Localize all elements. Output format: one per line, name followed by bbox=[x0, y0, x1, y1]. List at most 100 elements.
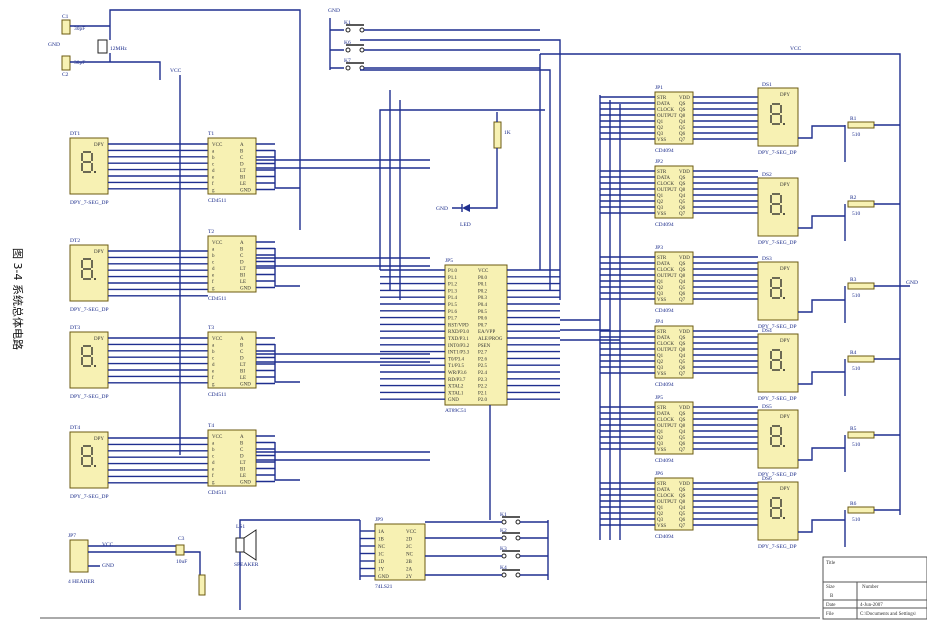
shift-register-ref: JP2 bbox=[655, 159, 663, 165]
push-button[interactable] bbox=[501, 519, 507, 525]
sr-pin-label: VSS bbox=[657, 138, 666, 143]
mcu-pin-label: P1.7 bbox=[448, 317, 458, 322]
decoder-pin-label: B bbox=[240, 150, 244, 155]
title-label: Title bbox=[826, 561, 836, 566]
push-button[interactable] bbox=[345, 47, 351, 53]
right-display-dp bbox=[783, 213, 785, 215]
sr-pin-label: Q6 bbox=[679, 442, 686, 447]
sr-pin-label: Q7 bbox=[679, 138, 686, 143]
mcu: JP5 AT89C51 P1.0P1.1P1.2P1.3P1.4P1.5P1.6… bbox=[360, 39, 561, 414]
decoder-pin-label: C bbox=[240, 254, 244, 259]
push-button[interactable] bbox=[345, 27, 351, 33]
cap-c3 bbox=[175, 544, 185, 556]
decoder-pin-label: A bbox=[240, 143, 244, 148]
crystal bbox=[97, 39, 108, 54]
mcu-pin-label: P0.6 bbox=[478, 317, 488, 322]
display-part: DPY_7-SEG_DP bbox=[758, 240, 797, 246]
decoder-part: CD4511 bbox=[208, 296, 227, 302]
left-display-ref: DT3 bbox=[70, 325, 80, 331]
push-button[interactable] bbox=[501, 553, 507, 559]
header-label: 4 HEADER bbox=[68, 579, 95, 585]
push-button[interactable] bbox=[359, 47, 365, 53]
right-display-ref: DS6 bbox=[762, 476, 772, 482]
resistor-value: 510 bbox=[852, 442, 861, 448]
mcu-pin-label: P0.1 bbox=[478, 283, 488, 288]
decoder-pin-label: D bbox=[240, 163, 244, 168]
push-button[interactable] bbox=[515, 553, 521, 559]
decoder-pin-label: g bbox=[212, 287, 215, 292]
decoder-pin-label: LE bbox=[240, 376, 246, 381]
decoder-pin-label: e bbox=[212, 176, 215, 181]
resistor-body bbox=[847, 200, 875, 208]
mcu-pin-label: T0/P3.4 bbox=[448, 357, 464, 362]
mcu-pin-label: RXD/P3.0 bbox=[448, 330, 469, 335]
sr-pin-label: Q2 bbox=[657, 200, 664, 205]
size-value: B bbox=[830, 594, 834, 599]
push-button[interactable] bbox=[515, 572, 521, 578]
sr-pin-label: STR bbox=[657, 482, 667, 487]
left-display-ref: DT1 bbox=[70, 131, 80, 137]
sr-pin-label: STR bbox=[657, 170, 667, 175]
push-button[interactable] bbox=[501, 535, 507, 541]
decoder-pin-label: VCC bbox=[212, 337, 223, 342]
decoder-pin-label: LE bbox=[240, 280, 246, 285]
top-gnd-label: GND bbox=[328, 8, 340, 14]
buffer-pin-label: NC bbox=[406, 553, 414, 558]
decoder-pin-label: a bbox=[212, 150, 215, 155]
cap-c2-value: 30pF bbox=[74, 60, 85, 66]
display-body bbox=[69, 331, 109, 389]
button-ref: K4 bbox=[500, 565, 507, 571]
buffer-pin-label: 1Y bbox=[378, 568, 385, 573]
sr-pin-label: CLOCK bbox=[657, 108, 674, 113]
sr-pin-label: Q4 bbox=[679, 354, 686, 359]
sr-pin-label: Q6 bbox=[679, 518, 686, 523]
file-label: File bbox=[826, 612, 835, 617]
decoder-pin-label: g bbox=[212, 189, 215, 194]
shift-register-part: CD4094 bbox=[655, 308, 674, 314]
number-label: Number bbox=[862, 585, 879, 590]
right-display-dp bbox=[783, 445, 785, 447]
push-button[interactable] bbox=[359, 27, 365, 33]
buffer-pin-label: VCC bbox=[406, 530, 417, 535]
sr-pin-label: Q5 bbox=[679, 286, 686, 291]
title-block: Title Size B Number Date 4-Jun-2007 File… bbox=[822, 556, 927, 620]
speaker: LS1 SPEAKER bbox=[234, 519, 360, 610]
mcu-pin-label: GND bbox=[448, 398, 459, 403]
decoder-pin-label: VCC bbox=[212, 435, 223, 440]
mcu-pin-label: P1.5 bbox=[448, 303, 458, 308]
display-badge: DPY bbox=[780, 415, 790, 420]
r5-value: 1K bbox=[504, 130, 511, 136]
sr-pin-label: Q4 bbox=[679, 120, 686, 125]
push-button[interactable] bbox=[501, 572, 507, 578]
sr-pin-label: VDD bbox=[679, 406, 690, 411]
decoder-body bbox=[207, 137, 257, 195]
shift-register-part: CD4094 bbox=[655, 222, 674, 228]
sr-pin-label: Q7 bbox=[679, 448, 686, 453]
push-button[interactable] bbox=[345, 65, 351, 71]
sr-pin-label: Q8 bbox=[679, 188, 686, 193]
led-gnd-label: GND bbox=[436, 206, 448, 212]
buffer-pin-label: GND bbox=[378, 575, 389, 580]
display-badge: DPY bbox=[780, 487, 790, 492]
resistor-value: 510 bbox=[852, 366, 861, 372]
mcu-pin-label: P2.4 bbox=[478, 371, 488, 376]
push-button[interactable] bbox=[515, 519, 521, 525]
sr-pin-label: QS bbox=[679, 342, 686, 347]
sr-pin-label: Q1 bbox=[657, 120, 664, 125]
display-part: DPY_7-SEG_DP bbox=[758, 150, 797, 156]
buffer-ref: JP9 bbox=[375, 517, 383, 523]
display-body bbox=[757, 87, 799, 147]
cap-c2-label: C2 bbox=[62, 72, 69, 78]
decoder-pin-label: b bbox=[212, 254, 215, 259]
push-button[interactable] bbox=[515, 535, 521, 541]
sr-pin-label: OUTPUT bbox=[657, 500, 677, 505]
mcu-pin-label: P2.0 bbox=[478, 398, 488, 403]
